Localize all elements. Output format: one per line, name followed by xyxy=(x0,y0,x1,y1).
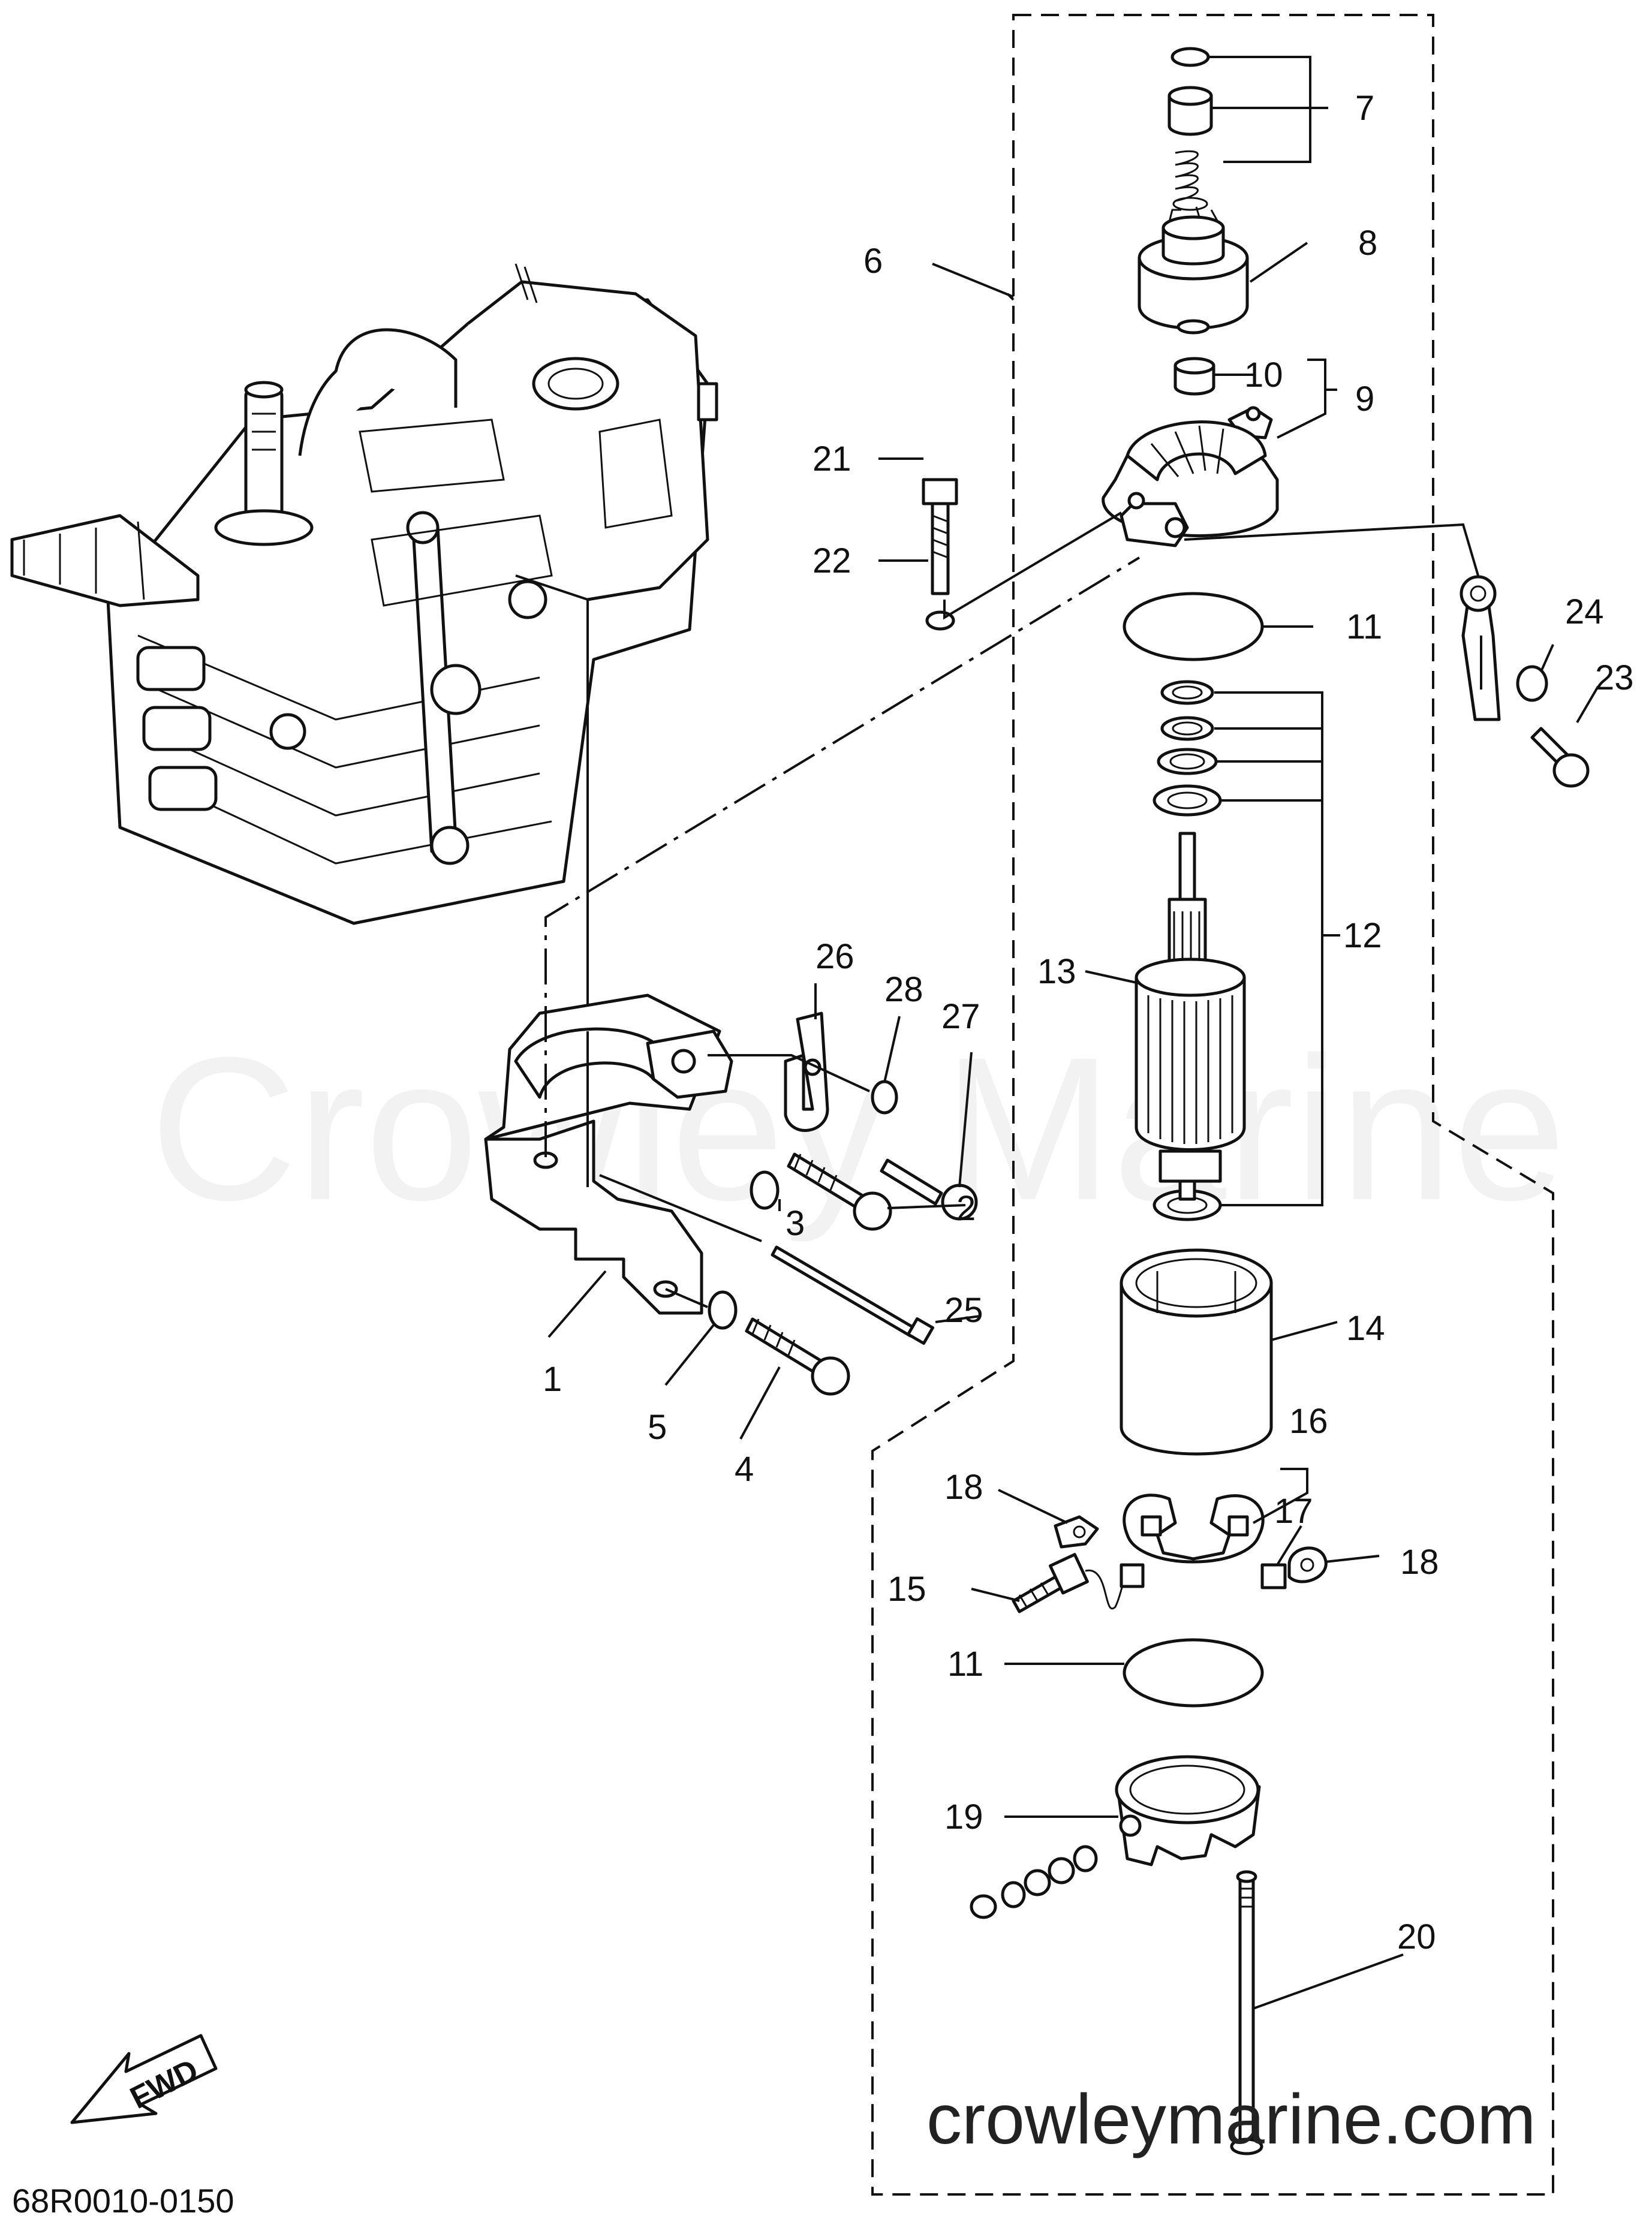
callout-26: 26 xyxy=(816,937,854,976)
brush-17-part xyxy=(1260,1563,1287,1589)
cable-leader xyxy=(1184,523,1479,576)
callout-leaders xyxy=(547,56,1599,2010)
bolt-axis-leader-2 xyxy=(599,1174,762,1242)
callout-21: 21 xyxy=(813,439,851,478)
rear-bracket-19-part xyxy=(1115,1755,1261,1866)
callout-2: 2 xyxy=(956,1189,976,1228)
washer-5-part xyxy=(708,1290,738,1330)
callout-23: 23 xyxy=(1595,658,1634,697)
callout-5: 5 xyxy=(648,1408,667,1447)
bolt-21-leader xyxy=(943,511,1123,620)
through-bolt-20-part xyxy=(1230,1870,1263,2155)
bracket-starter-leader xyxy=(544,556,1141,1157)
cable-terminal-part xyxy=(1460,575,1501,721)
website-text: crowleymarine.com xyxy=(926,2080,1536,2159)
callout-18-left: 18 xyxy=(944,1468,983,1507)
engine-mount-leader xyxy=(515,574,589,1019)
callout-20: 20 xyxy=(1397,1917,1436,1956)
armature-13-part xyxy=(1135,832,1246,1201)
callout-11-lower: 11 xyxy=(947,1645,983,1684)
pinion-8-part xyxy=(1138,206,1249,335)
washer-28-part xyxy=(871,1080,898,1115)
callout-11-upper: 11 xyxy=(1346,607,1382,646)
washer-set-12-part xyxy=(1153,680,1222,1221)
front-bracket-9-part xyxy=(1102,406,1279,547)
callout-7: 7 xyxy=(1355,89,1374,128)
fwd-arrow-icon: FWD xyxy=(70,2034,218,2124)
callout-17: 17 xyxy=(1274,1492,1313,1531)
bushing-10-part xyxy=(1173,357,1215,396)
callout-4: 4 xyxy=(735,1450,754,1489)
terminal-18-left-part xyxy=(1054,1515,1099,1549)
starter-bracket-part xyxy=(484,993,733,1315)
callout-14: 14 xyxy=(1346,1309,1385,1348)
yoke-14-part xyxy=(1120,1248,1273,1456)
cable-tie-25-part xyxy=(771,1245,934,1345)
terminal-18-right-part xyxy=(1287,1546,1328,1583)
o-ring-11-lower-part xyxy=(1123,1638,1264,1708)
callout-3: 3 xyxy=(786,1204,805,1243)
clamp-leader xyxy=(708,1054,870,1092)
terminal-nut-set-part xyxy=(970,1845,1098,1919)
callout-13: 13 xyxy=(1037,952,1076,991)
clamp-26-part xyxy=(784,1011,829,1132)
washer-24-part xyxy=(1516,665,1548,702)
diagram-code: 68R0010-0150 xyxy=(12,2182,234,2220)
bolt-axis-leader-4 xyxy=(665,1288,708,1308)
pinion-kit-7-part xyxy=(1167,47,1213,211)
callout-18-right: 18 xyxy=(1400,1543,1439,1582)
bolt-27-part xyxy=(880,1158,978,1221)
o-ring-11-upper-part xyxy=(1123,592,1264,661)
bolt-4-part xyxy=(745,1317,850,1396)
callout-24: 24 xyxy=(1565,592,1604,631)
callout-8: 8 xyxy=(1358,224,1377,263)
callout-25: 25 xyxy=(944,1291,983,1330)
washer-3-part xyxy=(750,1170,780,1210)
callout-1: 1 xyxy=(543,1360,562,1399)
terminal-bolt-15-part xyxy=(1012,1553,1145,1613)
callout-16: 16 xyxy=(1289,1402,1328,1441)
callout-10: 10 xyxy=(1244,356,1283,395)
bolt-21-part xyxy=(922,478,958,595)
callout-9: 9 xyxy=(1355,380,1374,418)
callout-6: 6 xyxy=(863,242,883,281)
engine-block-illustration xyxy=(10,263,718,925)
callout-15: 15 xyxy=(887,1570,926,1609)
brush-holder-16-part xyxy=(1123,1494,1265,1564)
bolt-2-part xyxy=(787,1152,892,1231)
callout-27: 27 xyxy=(941,997,980,1036)
callout-19: 19 xyxy=(944,1798,983,1836)
callout-22: 22 xyxy=(813,541,851,580)
callout-28: 28 xyxy=(884,970,923,1009)
callout-12: 12 xyxy=(1343,916,1382,955)
assembly-boundary xyxy=(871,14,1554,2196)
bolt-23-part xyxy=(1530,727,1590,788)
